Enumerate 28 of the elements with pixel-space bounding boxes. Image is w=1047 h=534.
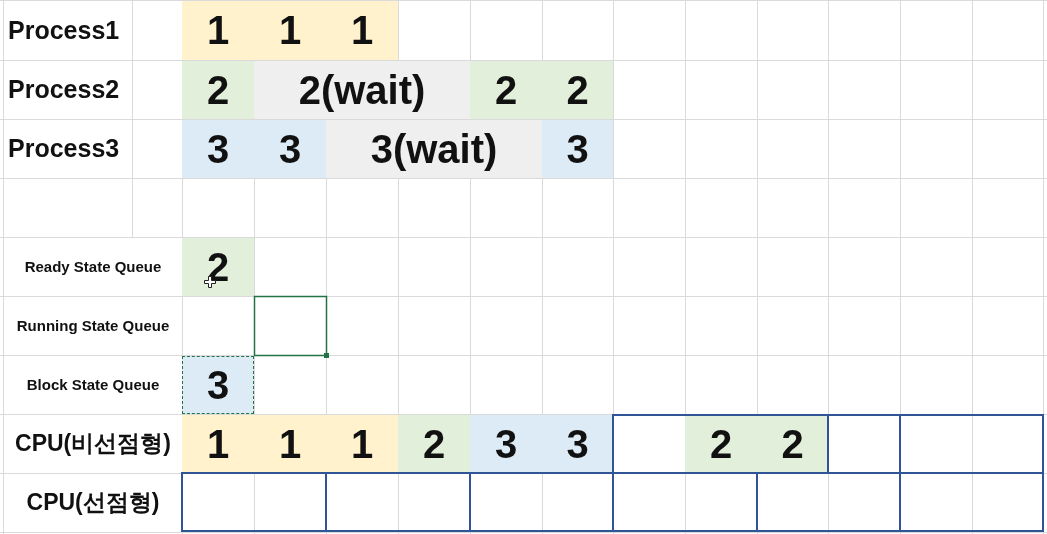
time-slot: 2 [182, 61, 254, 119]
time-slot: 3 [182, 356, 254, 414]
time-slot: 2 [542, 61, 613, 119]
time-slot: 2 [470, 61, 542, 119]
time-slot: 1 [254, 415, 326, 473]
wait-slot: 3(wait) [326, 120, 542, 178]
time-slot: 2 [685, 415, 757, 473]
time-slot: 3 [182, 120, 254, 178]
time-slot: 3 [542, 415, 613, 473]
queue-label: Ready State Queue [24, 258, 162, 275]
time-slot: 3 [470, 415, 542, 473]
time-slot: 1 [182, 415, 254, 473]
time-slot: 1 [254, 1, 326, 60]
process-label: Process3 [8, 134, 120, 163]
process-label: Process1 [8, 15, 120, 45]
process-label: Process2 [8, 75, 120, 104]
queue-label: Running State Queue [16, 317, 170, 334]
time-slot: 3 [254, 120, 326, 178]
time-slot: 2 [398, 415, 470, 473]
time-slot: 1 [326, 1, 398, 60]
time-slot: 1 [326, 415, 398, 473]
wait-slot: 2(wait) [254, 61, 470, 119]
time-slot: 1 [182, 1, 254, 60]
queue-label: Block State Queue [26, 376, 160, 393]
time-slot: 3 [542, 120, 613, 178]
cpu-row-label: CPU(선점형) [26, 488, 160, 517]
cpu-row-label: CPU(비선점형) [15, 429, 171, 458]
time-slot: 2 [757, 415, 828, 473]
